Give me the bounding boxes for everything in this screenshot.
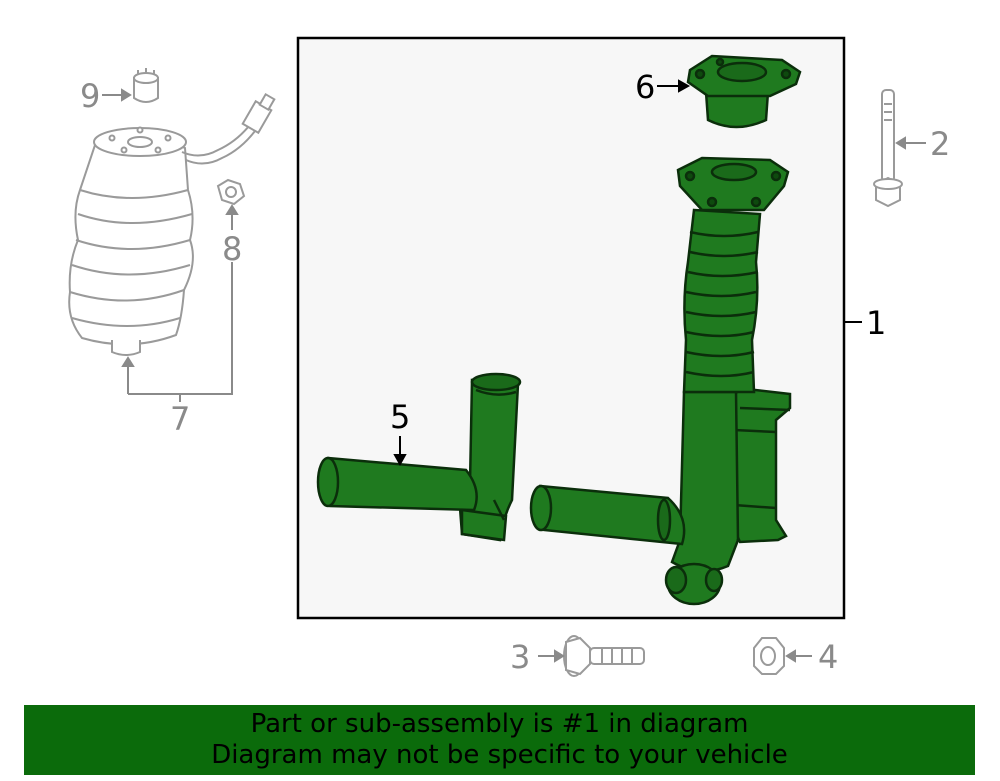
callout-9: 9: [80, 77, 100, 115]
callout-1: 1: [866, 304, 886, 342]
leaders-left: [102, 88, 239, 402]
callout-4: 4: [818, 638, 838, 676]
leaders-dark: [393, 79, 862, 467]
banner-line-2: Diagram may not be specific to your vehi…: [211, 740, 788, 770]
flange-bolt-part[interactable]: [563, 635, 645, 677]
air-spring[interactable]: [68, 92, 276, 356]
callout-8: 8: [222, 230, 242, 268]
shock-absorber-part[interactable]: [529, 156, 792, 606]
hex-nut-part[interactable]: [753, 637, 785, 675]
callout-7: 7: [170, 400, 190, 438]
leaders-right: [538, 136, 926, 663]
small-nut-part[interactable]: [216, 178, 246, 206]
callout-5: 5: [390, 398, 410, 436]
clip-part[interactable]: [133, 68, 159, 103]
callout-3: 3: [510, 638, 530, 676]
callout-2: 2: [930, 125, 950, 163]
callout-6: 6: [635, 68, 655, 106]
long-bolt-part[interactable]: [873, 89, 903, 208]
parts-diagram: 1 2 3 4 5 6 7 8 9: [68, 36, 950, 677]
banner-line-1: Part or sub-assembly is #1 in diagram: [250, 709, 749, 739]
bracket-part[interactable]: [316, 372, 522, 542]
upper-mount-part[interactable]: [686, 54, 802, 129]
info-banner: Part or sub-assembly is #1 in diagram Di…: [24, 705, 975, 775]
